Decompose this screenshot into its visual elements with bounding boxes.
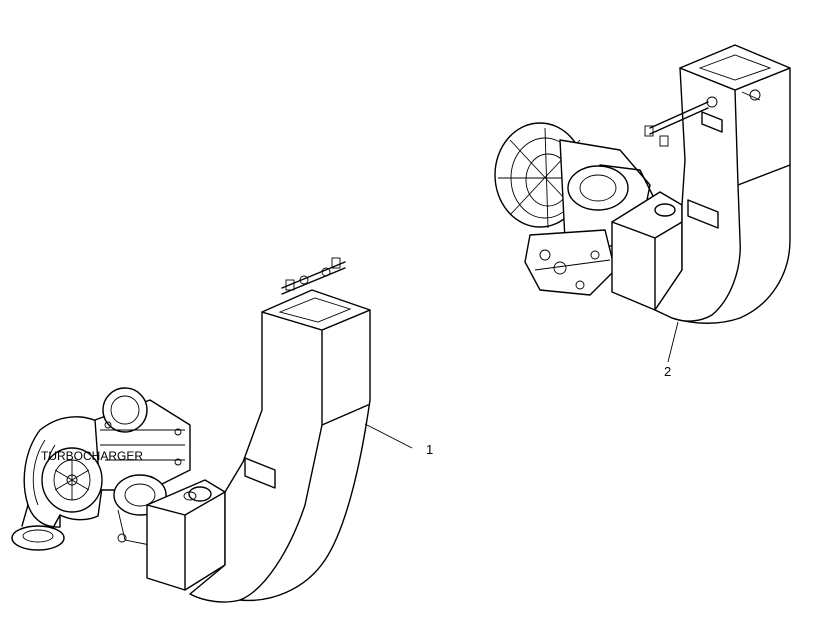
turbocharger-label: TURBOCHARGER: [41, 449, 143, 463]
turbocharger-1: [11, 387, 191, 551]
exhaust-elbow-1: [146, 257, 371, 603]
callout-1: 1: [426, 442, 433, 457]
assembly-1: [11, 257, 413, 603]
turbocharger-2: [494, 122, 656, 296]
assembly-2: [494, 44, 791, 363]
leader-line-2: [667, 321, 679, 363]
callout-2: 2: [664, 364, 671, 379]
leader-line-1: [364, 423, 413, 449]
exhaust-elbow-2: [611, 44, 791, 324]
